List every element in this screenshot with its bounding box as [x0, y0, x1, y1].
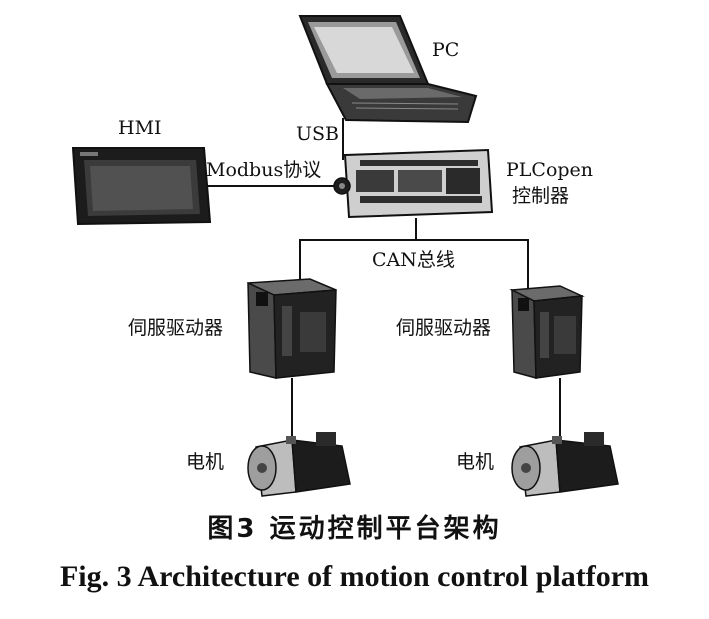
usb-label: USB: [296, 123, 339, 145]
servo-drive-right-icon: [509, 285, 585, 379]
servo-drive-left-icon: [247, 278, 337, 379]
hmi-label: HMI: [118, 117, 162, 139]
plc-label-line2: 控制器: [512, 185, 570, 207]
servo-drive-left-label: 伺服驱动器: [128, 317, 224, 339]
motor-left-icon: [247, 432, 351, 497]
motor-right-icon: [511, 432, 619, 497]
modbus-label: Modbus协议: [206, 159, 322, 181]
connection-lines: [205, 118, 561, 440]
pc-laptop-icon: [298, 15, 478, 124]
pc-label: PC: [432, 39, 460, 61]
plc-controller-icon: [333, 148, 494, 219]
motor-left-label: 电机: [186, 451, 225, 473]
plc-label-line1: PLCopen: [506, 159, 594, 181]
can-bus-line: [299, 239, 529, 293]
hmi-panel-icon: [71, 147, 212, 226]
caption-chinese: 图3 运动控制平台架构: [207, 514, 502, 544]
can-bus-label: CAN总线: [372, 249, 455, 271]
caption-english: Fig. 3 Architecture of motion control pl…: [59, 560, 650, 593]
servo-drive-right-label: 伺服驱动器: [396, 317, 492, 339]
motor-right-label: 电机: [456, 451, 495, 473]
